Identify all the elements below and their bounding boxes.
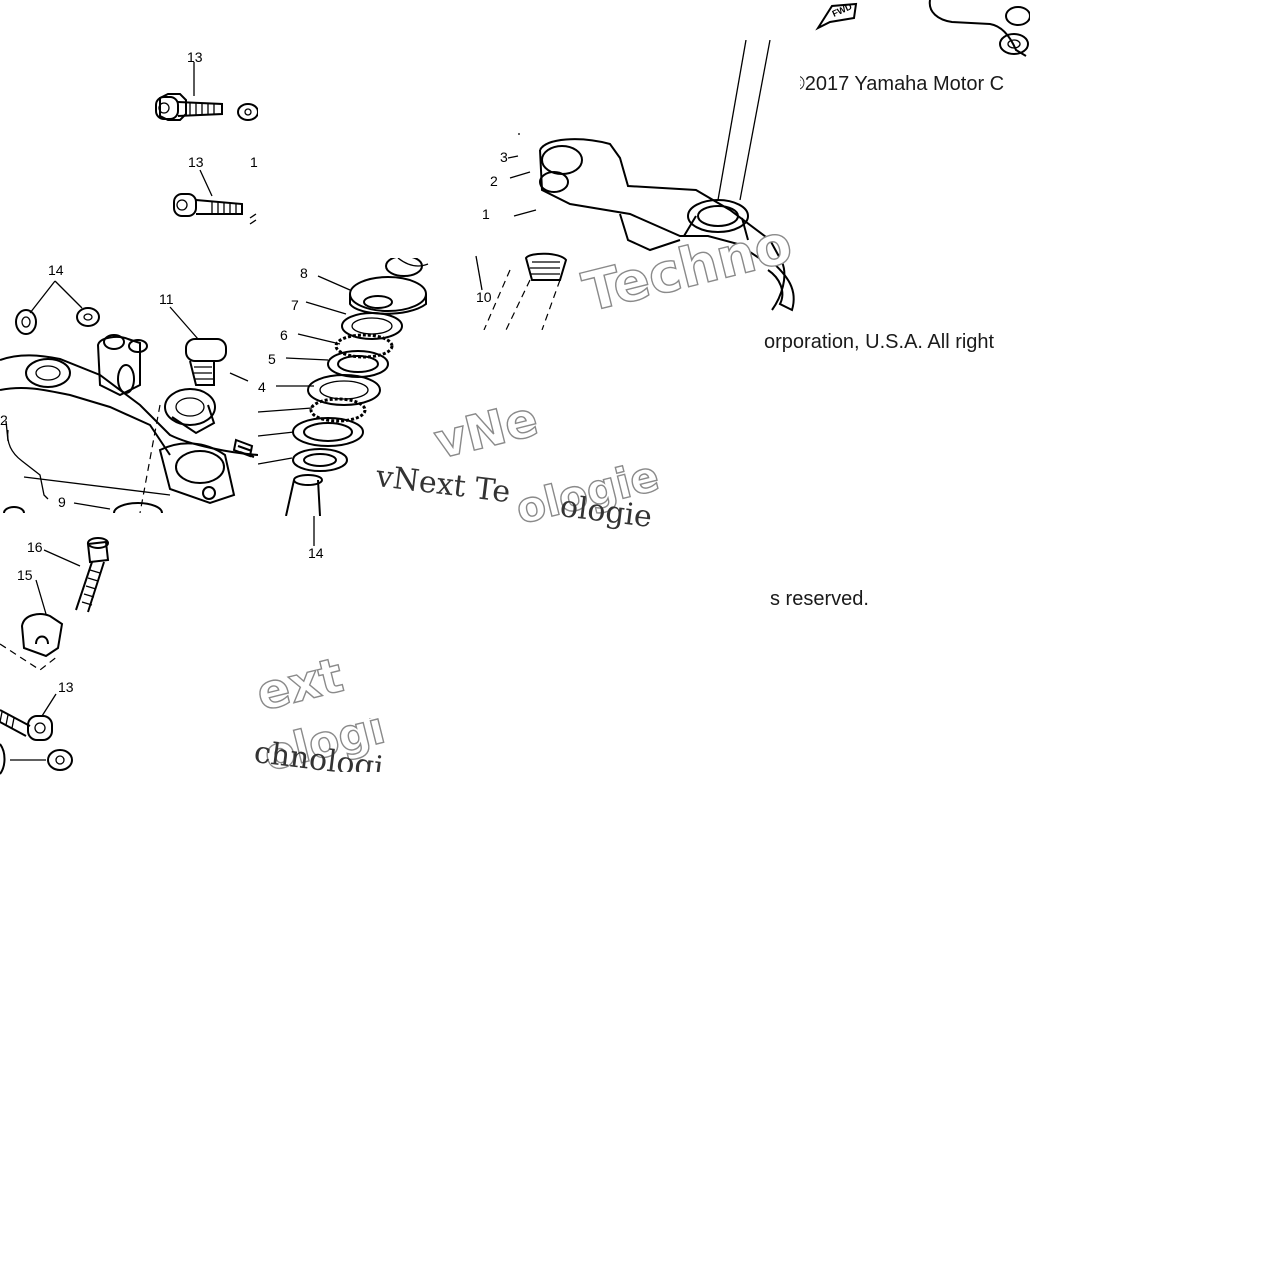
callout-14: 14 [48,262,64,278]
watermark-vnext: vNe [428,390,544,471]
tile-lower-bolts: 16 15 13 [0,530,130,775]
callout-2: 2 [490,173,498,189]
watermark-ext: ext [250,647,349,724]
tile-steering-stem: 3 2 1 10 [470,40,800,330]
callout-6: 6 [280,327,288,343]
callout-11: 11 [159,291,174,307]
callout-5: 5 [268,351,276,367]
callout-13: 13 [187,49,203,65]
callout-8: 8 [300,265,308,281]
tile-bracket: 14 11 2 9 [0,255,258,513]
callout-9: 9 [58,494,66,510]
callout-7: 7 [291,297,299,313]
callout-3: 3 [500,149,508,165]
tile-stem-stub: 14 [258,516,378,564]
callout-14: 14 [308,545,324,561]
callout-4: 4 [258,379,266,395]
tile-bearing-stack: 8 7 6 5 4 [258,258,430,516]
callout-13: 13 [188,154,204,170]
tile-upper-bolts: 13 13 12 [130,40,258,250]
callout-1: 1 [482,206,490,222]
tile-fwd-corner: FWD [770,0,1030,68]
copyright-line-3: s reserved. [770,588,869,610]
callout-12: 12 [250,154,258,170]
tile-watermark-lower: ologi chnologi [250,718,386,772]
callout-10: 10 [476,289,492,305]
watermark-ologie-serif: ologie [558,489,654,536]
callout-13: 13 [58,679,74,695]
copyright-line-2: orporation, U.S.A. All right [764,331,995,353]
callout-16: 16 [27,539,43,555]
callout-2: 2 [0,412,8,428]
copyright-line-1: ©2017 Yamaha Motor C [790,73,1005,95]
callout-15: 15 [17,567,33,583]
